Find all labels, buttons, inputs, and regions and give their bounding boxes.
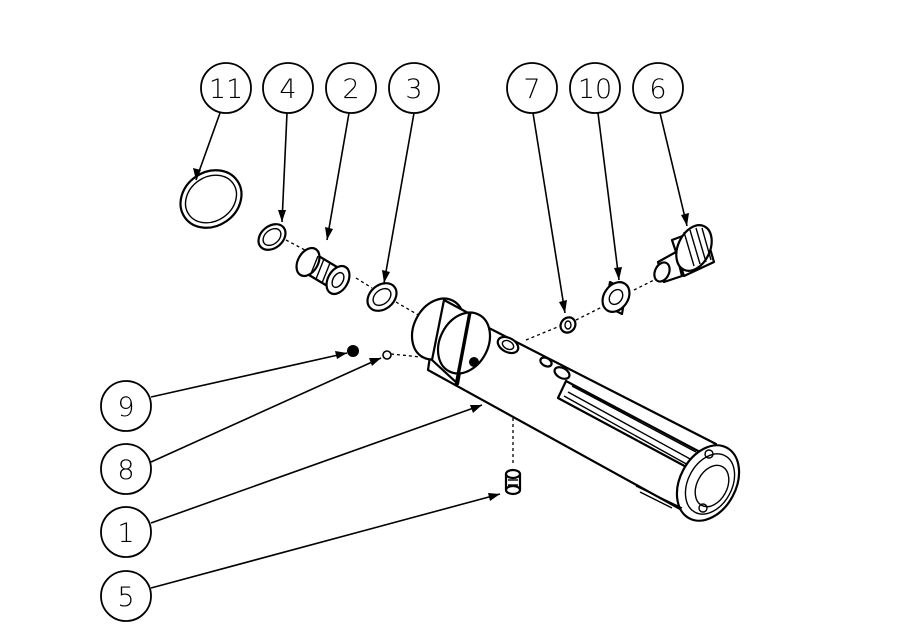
part-2-bushing bbox=[295, 246, 351, 296]
part-10-nut bbox=[601, 280, 631, 316]
part-5-screw bbox=[504, 468, 522, 496]
callout-2: 2 bbox=[325, 62, 377, 114]
callout-5: 5 bbox=[100, 570, 152, 622]
callout-6: 6 bbox=[632, 62, 684, 114]
callout-7: 7 bbox=[506, 62, 558, 114]
callout-9-label: 9 bbox=[117, 392, 134, 423]
callout-1: 1 bbox=[100, 506, 152, 558]
callout-10-label: 10 bbox=[578, 74, 612, 105]
callout-2-label: 2 bbox=[342, 74, 359, 105]
part-8-ring bbox=[382, 350, 392, 360]
callout-8: 8 bbox=[100, 443, 152, 495]
callout-4-label: 4 bbox=[279, 74, 296, 105]
callout-11: 11 bbox=[200, 62, 252, 114]
callout-7-label: 7 bbox=[523, 74, 540, 105]
part-7-ring bbox=[559, 316, 577, 334]
callout-1-label: 1 bbox=[117, 518, 134, 549]
part-6-cap bbox=[653, 224, 716, 284]
callout-9: 9 bbox=[100, 380, 152, 432]
part-1-body bbox=[410, 297, 741, 522]
part-4-oring bbox=[257, 223, 287, 251]
callout-4: 4 bbox=[262, 62, 314, 114]
callout-11-label: 11 bbox=[209, 74, 243, 105]
callout-3: 3 bbox=[388, 62, 440, 114]
callout-8-label: 8 bbox=[117, 455, 134, 486]
callout-6-label: 6 bbox=[649, 74, 666, 105]
leader-lines bbox=[150, 112, 689, 589]
part-11-oring bbox=[179, 169, 243, 229]
callout-10: 10 bbox=[569, 62, 621, 114]
callout-3-label: 3 bbox=[405, 74, 422, 105]
callout-5-label: 5 bbox=[117, 582, 134, 613]
part-3-oring bbox=[366, 282, 398, 312]
part-9-ball bbox=[347, 345, 359, 357]
